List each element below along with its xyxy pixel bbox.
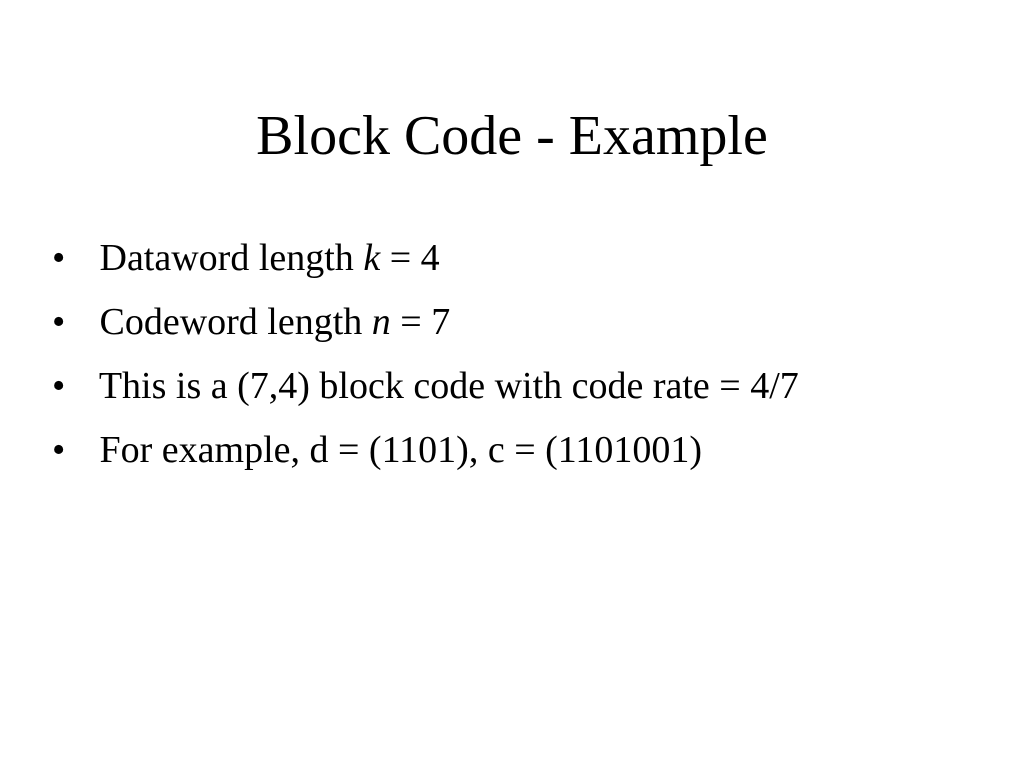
bullet-item-dataword: • Dataword length k = 4 <box>52 226 992 290</box>
bullet-text: For example, d = (1101), c = (1101001) <box>100 429 703 471</box>
bullet-dot-icon: • <box>52 429 66 471</box>
bullet-text-prefix: This is a (7,4) block code with code rat… <box>98 365 799 407</box>
bullet-text-suffix: = 4 <box>380 237 440 279</box>
bullet-text: This is a (7,4) block code with code rat… <box>99 365 799 407</box>
bullet-text: Dataword length k = 4 <box>100 237 440 279</box>
bullet-text: Codeword length n = 7 <box>100 301 451 343</box>
bullet-text-prefix: For example, d = (1101), c = (1101001) <box>99 429 703 471</box>
bullet-dot-icon: • <box>52 365 66 407</box>
slide-title: Block Code - Example <box>256 105 768 167</box>
bullet-variable: n <box>371 301 391 343</box>
bullet-text-prefix: Dataword length <box>99 237 364 279</box>
bullet-list: • Dataword length k = 4 • Codeword lengt… <box>52 226 992 482</box>
bullet-item-code-rate: • This is a (7,4) block code with code r… <box>52 354 992 418</box>
bullet-dot-icon: • <box>52 301 66 343</box>
bullet-item-codeword: • Codeword length n = 7 <box>52 290 992 354</box>
bullet-text-suffix: = 7 <box>390 301 451 343</box>
bullet-item-example: • For example, d = (1101), c = (1101001) <box>52 418 992 482</box>
bullet-dot-icon: • <box>52 237 66 279</box>
bullet-text-prefix: Codeword length <box>99 301 372 343</box>
bullet-variable: k <box>363 237 381 279</box>
